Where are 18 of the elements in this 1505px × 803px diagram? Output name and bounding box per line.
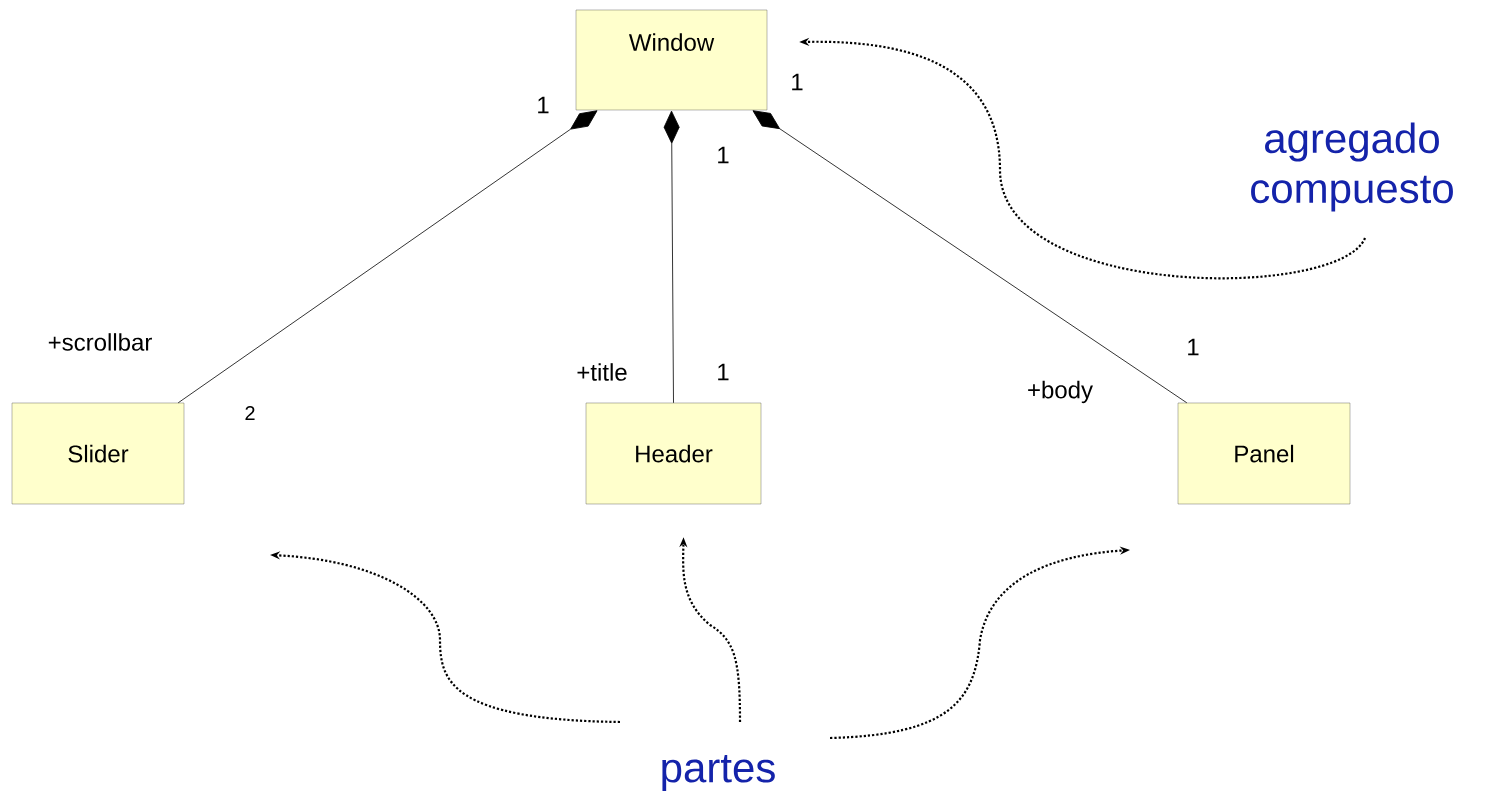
class-box: Slider xyxy=(11,402,185,505)
role-label: 1 xyxy=(718,363,729,381)
role-label: +body xyxy=(1028,380,1093,404)
class-box: Header xyxy=(585,402,762,505)
role-label: +title xyxy=(577,363,627,381)
composition-line xyxy=(177,110,598,404)
role-label: 1 xyxy=(1188,338,1199,356)
role-label: +scrollbar xyxy=(48,333,152,351)
composition-line xyxy=(752,110,1188,404)
annotation-text: agregado compuesto xyxy=(1251,122,1453,212)
role-label: 1 xyxy=(792,73,803,91)
role-label: 1 xyxy=(538,96,549,114)
composition-line xyxy=(663,110,680,404)
class-box: Window xyxy=(575,9,768,111)
role-label: 2 xyxy=(245,406,255,420)
role-label: 1 xyxy=(718,146,729,164)
class-box: Panel xyxy=(1177,402,1351,505)
annotation-text: partes xyxy=(662,755,775,791)
